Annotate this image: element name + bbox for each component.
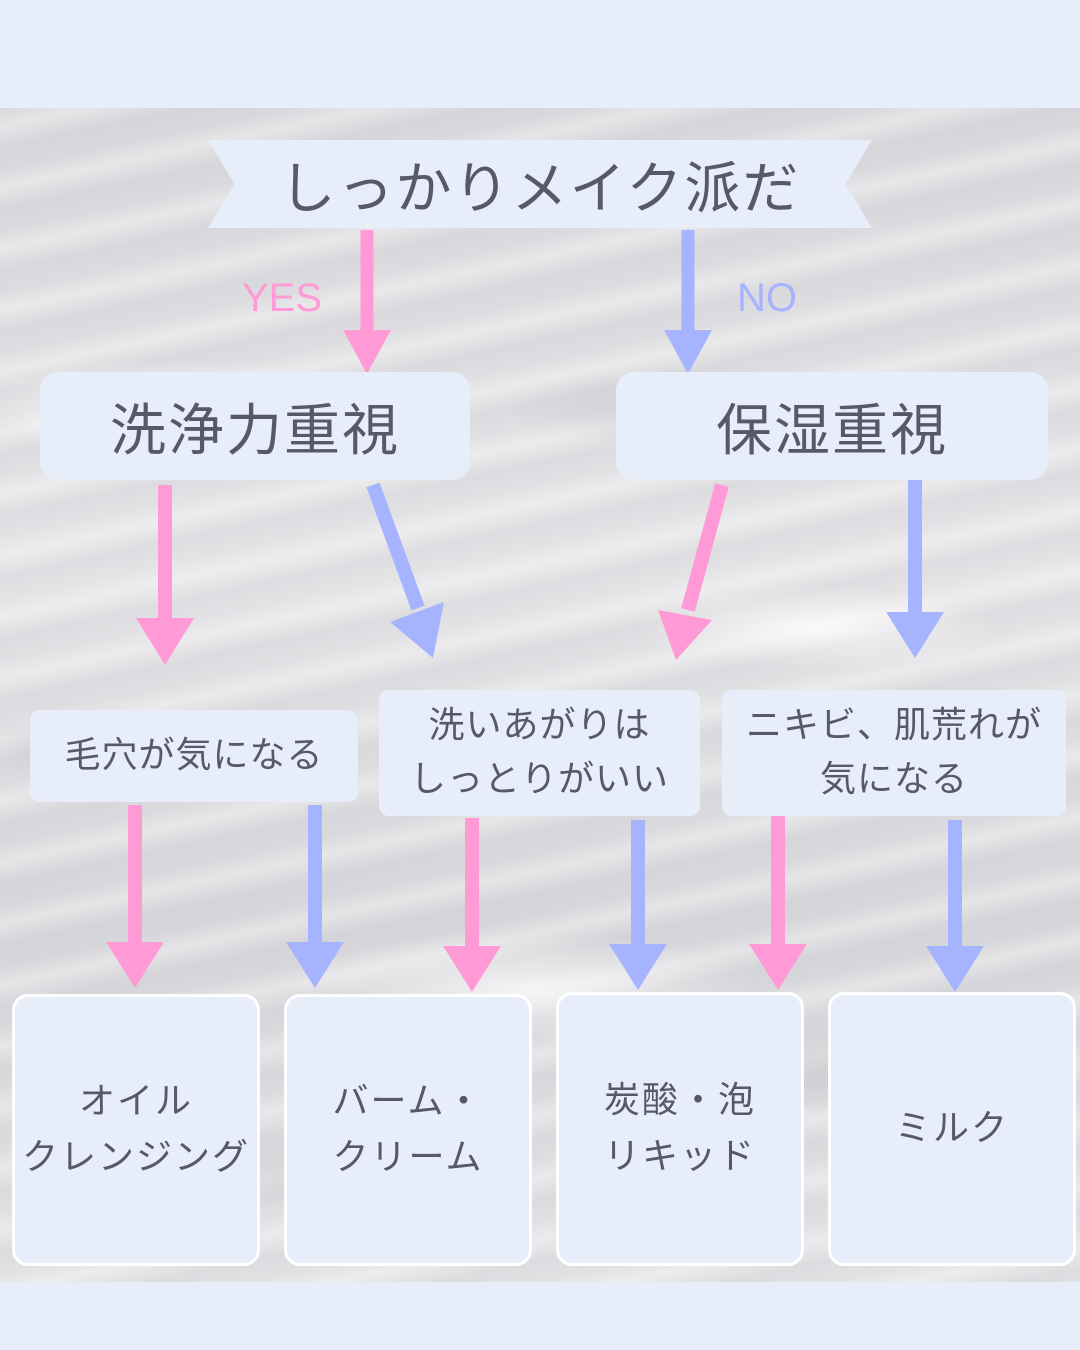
arrow-b-no xyxy=(609,820,667,990)
top-band xyxy=(0,0,1080,108)
arrow-no-root xyxy=(664,230,712,374)
no-label: NO xyxy=(737,276,797,320)
node-moist-finish-text: 洗いあがりは しっとりがいい xyxy=(409,705,669,800)
result-carbonic-text: 炭酸・泡 リキッド xyxy=(603,1080,756,1177)
bottom-band xyxy=(0,1282,1080,1350)
node-pores-text: 毛穴が気になる xyxy=(64,735,324,776)
node-acne: ニキビ、肌荒れが 気になる xyxy=(722,690,1066,816)
yes-label: YES xyxy=(242,276,323,320)
arrow-right-no xyxy=(886,475,944,658)
result-carbonic: 炭酸・泡 リキッド xyxy=(556,992,804,1266)
arrow-yes-root xyxy=(343,230,391,374)
arrow-a-yes xyxy=(106,805,164,988)
result-oil-text: オイル クレンジング xyxy=(21,1081,250,1178)
result-milk-text: ミルク xyxy=(894,1108,1009,1149)
root-question-text: しっかりメイク派だ xyxy=(279,156,801,222)
node-moisture: 保湿重視 xyxy=(616,372,1048,480)
result-balm: バーム・ クリーム xyxy=(284,994,532,1266)
node-moisture-text: 保湿重視 xyxy=(716,398,948,464)
result-milk: ミルク xyxy=(828,992,1076,1266)
arrow-c-yes xyxy=(749,815,807,990)
arrow-left-no xyxy=(366,482,444,658)
arrow-a-no xyxy=(286,805,344,988)
arrow-b-yes xyxy=(443,818,501,992)
arrow-c-no xyxy=(926,820,984,992)
node-cleansing-power-text: 洗浄力重視 xyxy=(110,398,400,464)
node-moist-finish: 洗いあがりは しっとりがいい xyxy=(379,690,700,816)
node-cleansing-power: 洗浄力重視 xyxy=(40,372,470,480)
result-balm-text: バーム・ クリーム xyxy=(332,1081,484,1178)
arrow-left-yes xyxy=(136,485,194,665)
result-oil: オイル クレンジング xyxy=(12,994,260,1266)
node-acne-text: ニキビ、肌荒れが 気になる xyxy=(745,705,1042,800)
root-question-banner: しっかりメイク派だ xyxy=(208,140,872,228)
node-pores: 毛穴が気になる xyxy=(30,710,358,802)
arrow-right-yes xyxy=(658,483,729,660)
